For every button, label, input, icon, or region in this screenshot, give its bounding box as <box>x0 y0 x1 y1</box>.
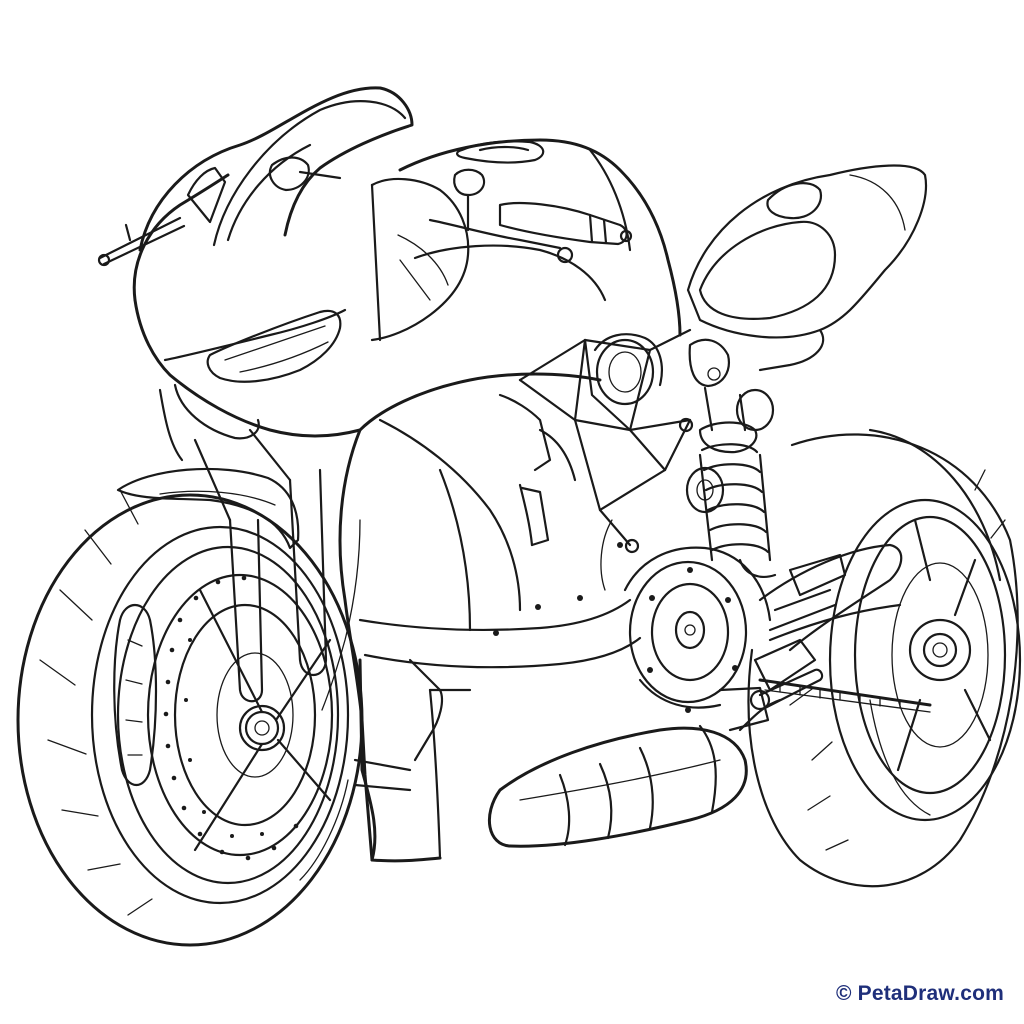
rear-wheel <box>747 428 1022 888</box>
rear-shock <box>685 338 777 578</box>
front-fairing <box>132 86 470 462</box>
brake-line <box>321 519 361 711</box>
footpeg <box>749 668 824 711</box>
swingarm <box>753 543 932 713</box>
fuel-tank <box>398 138 682 337</box>
front-wheel <box>16 489 364 947</box>
brake-disc-holes <box>163 575 299 861</box>
engine <box>498 333 772 732</box>
handlebars <box>97 168 633 267</box>
front-fender <box>116 467 300 550</box>
tail-section <box>686 164 927 372</box>
front-fork <box>193 428 328 752</box>
watermark-text: © PetaDraw.com <box>835 982 1004 1005</box>
side-fairing <box>338 372 642 863</box>
trellis-frame <box>518 328 694 554</box>
exhaust <box>487 698 782 848</box>
